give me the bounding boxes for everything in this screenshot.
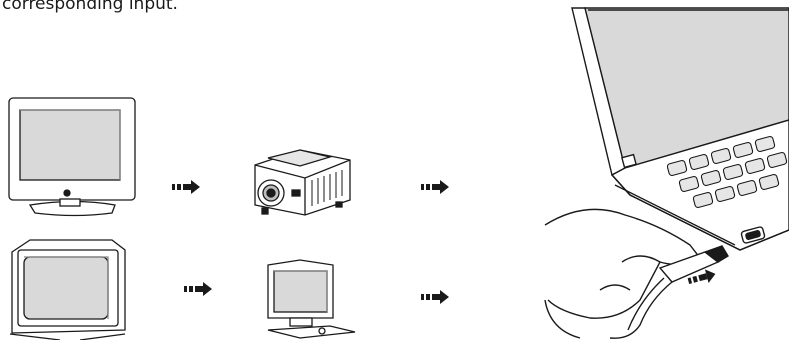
projector-icon <box>255 150 350 215</box>
arrow-icon <box>184 282 212 296</box>
arrow-icon <box>172 180 200 194</box>
lcd-tv-icon <box>9 98 135 216</box>
crt-monitor-icon <box>10 240 125 340</box>
arrow-icon <box>421 290 449 304</box>
lcd-monitor-icon <box>268 260 355 338</box>
arrow-icon <box>421 180 449 194</box>
